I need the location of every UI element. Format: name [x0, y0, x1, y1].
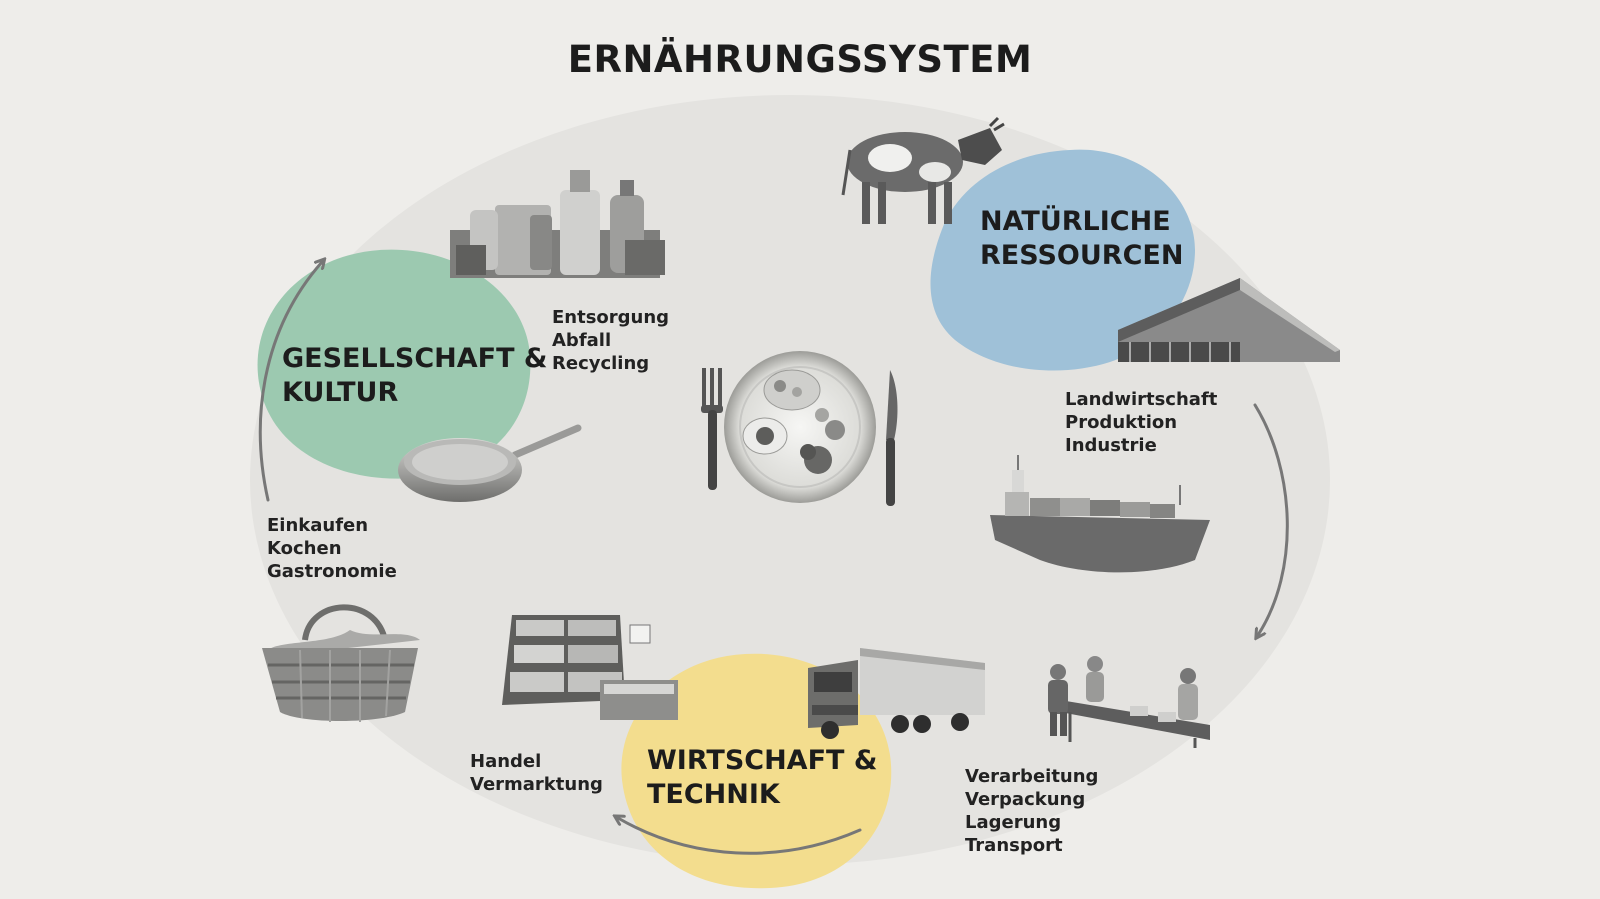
list-item: Verpackung [965, 789, 1086, 810]
cow-illustration [841, 116, 1005, 224]
list-item: Entsorgung [552, 307, 670, 328]
page-title: ERNÄHRUNGSSYSTEM [567, 38, 1033, 81]
list-item: Vermarktung [470, 774, 603, 795]
list-item: Abfall [552, 330, 612, 351]
list-item: Kochen [267, 538, 342, 559]
label-society-culture: GESELLSCHAFT & KULTUR [282, 342, 547, 410]
waste-illustration [450, 170, 665, 278]
label-economy-technology: WIRTSCHAFT & TECHNIK [647, 744, 877, 812]
list-item: Verarbeitung [965, 766, 1099, 787]
list-item: Einkaufen [267, 515, 369, 536]
warehouse-illustration [1118, 278, 1340, 362]
list-item: Handel [470, 751, 542, 772]
list-consumption: Einkaufen Kochen Gastronomie [267, 514, 397, 583]
market-stall-illustration [502, 615, 678, 720]
assembly-line-illustration [1048, 656, 1210, 748]
list-processing: Verarbeitung Verpackung Lagerung Transpo… [965, 765, 1098, 857]
label-society-culture-line2: KULTUR [282, 377, 399, 408]
frying-pan-illustration [398, 424, 582, 502]
label-natural-resources: NATÜRLICHE RESSOURCEN [980, 205, 1183, 273]
blob-natural-resources [930, 149, 1195, 371]
arrow-resources-to-processing [1253, 403, 1289, 635]
container-ship-illustration [990, 455, 1210, 573]
list-disposal: Entsorgung Abfall Recycling [552, 306, 669, 375]
truck-illustration [808, 648, 985, 739]
list-agriculture: Landwirtschaft Produktion Industrie [1065, 388, 1217, 457]
blob-society-culture [257, 249, 531, 479]
arrow-consumption-to-society [258, 262, 322, 502]
list-item: Produktion [1065, 412, 1178, 433]
plate-illustration [701, 351, 898, 506]
list-item: Transport [965, 835, 1063, 856]
list-item: Gastronomie [267, 561, 397, 582]
list-item: Landwirtschaft [1065, 389, 1218, 410]
label-natural-resources-line2: RESSOURCEN [980, 240, 1184, 271]
arrow-economy-to-trade [618, 818, 862, 855]
list-item: Industrie [1065, 435, 1157, 456]
label-natural-resources-line1: NATÜRLICHE [980, 206, 1171, 237]
list-item: Recycling [552, 353, 650, 374]
basket-illustration [262, 604, 420, 722]
label-society-culture-line1: GESELLSCHAFT & [282, 343, 548, 374]
label-economy-technology-line2: TECHNIK [647, 779, 780, 810]
label-economy-technology-line1: WIRTSCHAFT & [647, 745, 878, 776]
list-trade: Handel Vermarktung [470, 750, 603, 796]
list-item: Lagerung [965, 812, 1062, 833]
